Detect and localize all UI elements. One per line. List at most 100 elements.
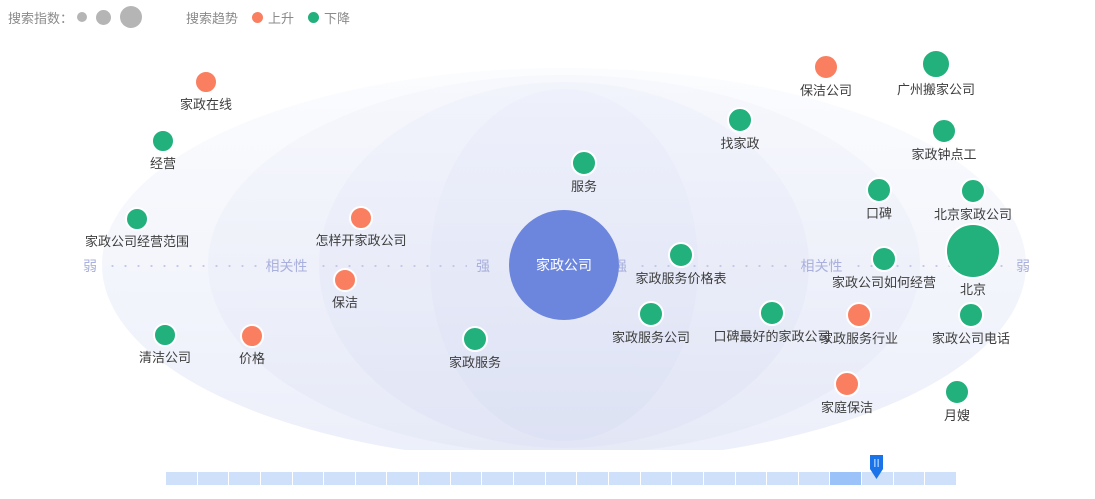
keyword-node-label: 口碑最好的家政公司 [713,329,831,344]
falling-node-dot-icon [759,300,785,326]
search-index-label: 搜索指数： [8,10,74,26]
falling-node-dot-icon [727,107,753,133]
axis-left-dotted-line-1 [106,265,257,267]
small-gray-dot-icon [77,12,88,22]
timeline-segment[interactable] [355,472,388,485]
falling-node-dot-icon [960,178,986,204]
falling-node-dot-icon [571,150,597,176]
search-index-size-scale [77,6,143,28]
timeline-segment[interactable] [925,472,957,485]
timeline-segment[interactable] [166,472,198,485]
timeline-segment-active[interactable] [830,472,863,485]
timeline-segment[interactable] [324,472,356,485]
search-index-legend: 搜索指数： [8,6,143,28]
falling-node-dot-icon [866,177,892,203]
keyword-node-label: 怎样开家政公司 [315,233,407,248]
timeline-segment[interactable] [197,472,230,485]
axis-left-start-label: 弱 [83,258,97,274]
keyword-node-label: 经营 [149,156,177,171]
axis-right: 强 相关性 弱 [604,259,1039,273]
timeline-segment[interactable] [577,472,609,485]
timeline-segment[interactable] [545,472,578,485]
timeline-segment[interactable] [672,472,704,485]
axis-right-dotted-line-2 [851,265,1007,267]
axis-right-middle-label: 相关性 [800,258,843,274]
timeline-scrollbar[interactable] [0,450,1095,499]
rising-dot-icon [252,11,264,23]
timeline-segment[interactable] [735,472,768,485]
keyword-node-label: 服务 [570,179,598,194]
timeline-segment[interactable] [387,472,420,485]
timeline-segment[interactable] [514,472,546,485]
rising-node-dot-icon [194,70,218,94]
large-gray-dot-icon [120,6,143,28]
timeline-segment[interactable] [419,472,451,485]
keyword-node-label: 口碑 [865,206,893,221]
keyword-node-label: 家政在线 [179,97,233,112]
keyword-node-label: 广州搬家公司 [896,82,976,97]
medium-gray-dot-icon [96,9,112,25]
legend-rising-label: 上升 [268,10,295,26]
search-trend-label: 搜索趋势 [186,10,239,26]
axis-left-middle-label: 相关性 [265,258,308,274]
axis-left-end-label: 强 [476,258,490,274]
rising-node-dot-icon [349,206,373,230]
legend-falling-label: 下降 [324,10,351,26]
axis-right-dotted-line-1 [636,265,792,267]
keyword-node-label: 家政公司经营范围 [84,234,190,249]
axis-right-end-label: 弱 [1016,258,1030,274]
keyword-node-label: 保洁公司 [799,83,853,98]
timeline-segment[interactable] [292,472,325,485]
keyword-node-label: 家政公司如何经营 [831,275,937,290]
falling-node-dot-icon [151,129,175,153]
legend-bar: 搜索指数： 搜索趋势 上升 下降 [0,0,1095,34]
timeline-segment[interactable] [482,472,515,485]
legend-item-falling[interactable]: 下降 [308,8,350,27]
center-keyword-label: 家政公司 [536,257,592,273]
timeline-track[interactable] [166,472,957,485]
timeline-segment[interactable] [767,472,799,485]
falling-node-dot-icon [153,323,177,347]
demand-graph-canvas[interactable]: 弱 相关性 强 强 相关性 弱 家政公司 家政在线经营家政公司经营范围 怎样开家政… [0,34,1095,450]
keyword-node-label: 找家政 [720,136,760,151]
falling-node-dot-icon [931,118,957,144]
legend-item-rising[interactable]: 上升 [252,8,294,27]
falling-node-dot-icon [125,207,149,231]
keyword-node-label: 月嫂 [943,408,971,423]
rising-node-dot-icon [240,324,264,348]
falling-node-dot-icon [921,49,951,79]
keyword-node-label: 保洁 [331,295,359,310]
timeline-marker-icon[interactable] [868,454,885,480]
timeline-segment[interactable] [862,472,894,485]
timeline-segment[interactable] [229,472,261,485]
keyword-node-label: 家政服务价格表 [635,271,727,286]
timeline-segment[interactable] [450,472,483,485]
timeline-segment[interactable] [893,472,926,485]
axis-left-dotted-line-2 [316,265,467,267]
rising-node-dot-icon [834,371,860,397]
center-keyword-node[interactable]: 家政公司 [509,210,619,320]
timeline-segment[interactable] [703,472,736,485]
timeline-segment[interactable] [798,472,831,485]
falling-dot-icon [308,11,320,23]
falling-node-dot-icon [944,379,970,405]
rising-node-dot-icon [813,54,839,80]
keyword-node-label: 家政服务 [448,355,502,370]
rising-node-dot-icon [333,268,357,292]
search-trend-legend: 搜索趋势 上升 下降 [186,8,350,27]
keyword-node-label: 家政钟点工 [911,147,977,162]
keyword-node-label: 北京家政公司 [933,207,1013,222]
keyword-node-label: 家庭保洁 [820,400,874,415]
keyword-node-label: 家政服务公司 [611,330,691,345]
falling-node-dot-icon [462,326,488,352]
timeline-segment[interactable] [608,472,641,485]
timeline-segment[interactable] [260,472,293,485]
keyword-node-label: 家政服务行业 [819,331,899,346]
keyword-node-label: 北京 [959,282,987,297]
timeline-segment[interactable] [640,472,673,485]
keyword-node-label: 价格 [238,351,266,366]
falling-node-dot-icon [871,246,897,272]
falling-node-dot-icon [638,301,664,327]
keyword-node-label: 清洁公司 [138,350,192,365]
axis-left: 弱 相关性 强 [74,259,499,273]
